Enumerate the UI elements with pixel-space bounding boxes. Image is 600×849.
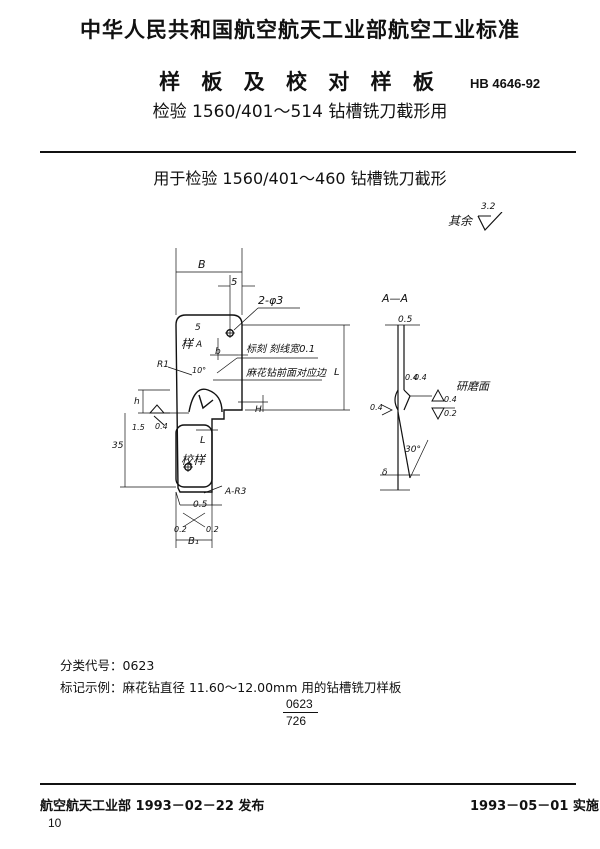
r1-label: R1 (157, 360, 169, 370)
effective-date: 1993－05－01 实施 (470, 799, 599, 814)
marking-fraction-numerator: 0623 (286, 697, 313, 711)
mark-jiaoyang-label: 校样 (181, 453, 207, 467)
rough-02-right-label: 0.2 (444, 409, 457, 418)
holes-label: 2-φ3 (258, 294, 283, 307)
issuing-organization: 中华人民共和国航空航天工业部航空工业标准 (80, 18, 520, 42)
roughness-symbol-icon (477, 212, 503, 232)
dim-02-b-label: 0.2 (206, 525, 219, 534)
dim-35-label: 35 (112, 441, 124, 451)
dim-5-top-label: 5 (231, 277, 237, 288)
standard-number: HB 4646-92 (470, 76, 541, 91)
rough-04-left-label: 0.4 (155, 422, 168, 431)
dim-15-label: 1.5 (132, 423, 145, 432)
dim-h-left-label: h (134, 397, 140, 407)
lapped-face-label: 研磨面 (456, 380, 491, 393)
dim-04-c-label: 0.4 (370, 403, 383, 412)
a-r3-label: A-R3 (224, 487, 247, 497)
angle-10-label: 10° (192, 366, 206, 375)
footer-rule (40, 783, 576, 785)
marking-fraction-denominator: 726 (286, 714, 307, 728)
section-aa-label: A—A (381, 292, 408, 305)
marking-fraction-line (283, 712, 318, 713)
scope-statement: 用于检验 1560/401～460 钻槽铣刀截形 (153, 169, 447, 188)
dim-b-small-label: b (215, 347, 221, 357)
classification-code: 分类代号：0623 (60, 658, 155, 673)
header-rule (40, 151, 576, 153)
dim-b1-label: B₁ (188, 536, 199, 547)
page-number: 10 (48, 816, 62, 830)
angle-30-label: 30° (405, 445, 421, 455)
dim-02-a-label: 0.2 (174, 525, 187, 534)
note-mark-label: 标刻 刻线宽0.1 (246, 343, 315, 355)
technical-drawing: B 5 2-φ3 A—A 0.5 样 5 A b 标刻 刻线宽0.1 R1 10… (112, 248, 491, 548)
rough-04-right-label: 0.4 (444, 395, 457, 404)
dim-l-label: L (334, 367, 340, 378)
roughness-value: 3.2 (481, 202, 496, 212)
dim-5-side-label: 5 (195, 323, 201, 333)
note-drill-label: 麻花钻前面对应边 (246, 367, 327, 379)
roughness-label: 其余 (448, 214, 473, 228)
dim-05-right-label: 0.5 (398, 315, 413, 325)
standard-subtitle: 检验 1560/401～514 钻槽铣刀截形用 (152, 102, 448, 122)
a-upper-label: A (195, 340, 202, 350)
dim-05-bottom-label: 0.5 (193, 500, 208, 510)
issue-date: 航空航天工业部 1993－02－22 发布 (40, 799, 265, 814)
dim-l-lower-label: L (200, 435, 206, 446)
dim-b-label: B (198, 258, 206, 271)
dim-h-right-label: H (255, 405, 262, 415)
marking-example: 标记示例：麻花钻直径 11.60～12.00mm 用的钻槽铣刀样板 (60, 680, 402, 695)
mark-yang-label: 样 (181, 337, 195, 351)
dim-04-b-label: 0.4 (414, 373, 427, 382)
standard-title: 样 板 及 校 对 样 板 (159, 70, 441, 94)
dim-delta-label: δ (382, 468, 388, 478)
dim-04-a-label: 0.4 (405, 373, 418, 382)
